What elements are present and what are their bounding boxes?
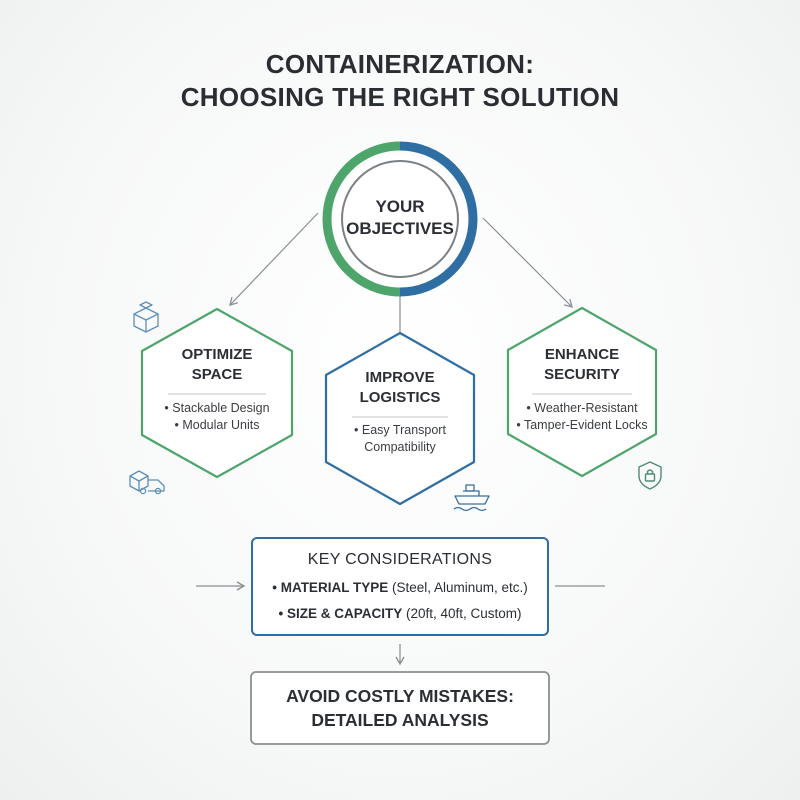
title-line-1: CONTAINERIZATION: bbox=[265, 49, 535, 79]
improve-logistics-text: IMPROVE LOGISTICS • Easy Transport Compa… bbox=[326, 368, 474, 456]
connector-to-optimize bbox=[229, 212, 319, 306]
material-type-detail: (Steel, Aluminum, etc.) bbox=[388, 580, 528, 595]
result-label: AVOID COSTLY MISTAKES: DETAILED ANALYSIS bbox=[251, 684, 549, 732]
key-considerations-title: KEY CONSIDERATIONS bbox=[307, 551, 493, 568]
connector-to-security bbox=[482, 217, 573, 308]
security-bullet-1: • Weather-Resistant bbox=[526, 401, 638, 415]
box-icon bbox=[133, 301, 159, 333]
result-line-2: DETAILED ANALYSIS bbox=[311, 710, 489, 730]
material-type-label: • MATERIAL TYPE bbox=[272, 580, 389, 595]
key-row-size: • SIZE & CAPACITY (20ft, 40ft, Custom) bbox=[252, 606, 548, 621]
key-row-material: • MATERIAL TYPE (Steel, Aluminum, etc.) bbox=[252, 580, 548, 595]
size-capacity-label: • SIZE & CAPACITY bbox=[278, 606, 403, 621]
optimize-space-text: OPTIMIZE SPACE • Stackable Design • Modu… bbox=[142, 345, 292, 434]
objectives-line-2: OBJECTIVES bbox=[346, 219, 454, 238]
security-title-1: ENHANCE bbox=[544, 346, 620, 363]
optimize-bullet-2: • Modular Units bbox=[174, 418, 260, 432]
shield-lock-icon bbox=[638, 461, 662, 490]
security-title-2: SECURITY bbox=[544, 366, 620, 383]
result-box bbox=[250, 671, 550, 745]
logistics-title-1: IMPROVE bbox=[365, 369, 435, 386]
optimize-bullet-1: • Stackable Design bbox=[164, 401, 270, 415]
key-considerations-box bbox=[251, 537, 549, 636]
objectives-line-1: YOUR bbox=[375, 197, 425, 216]
enhance-security-text: ENHANCE SECURITY • Weather-Resistant • T… bbox=[500, 345, 664, 434]
objectives-label: YOUR OBJECTIVES bbox=[320, 196, 480, 240]
security-bullet-2: • Tamper-Evident Locks bbox=[516, 418, 648, 432]
objectives-circle bbox=[322, 141, 478, 297]
page-title: CONTAINERIZATION: CHOOSING THE RIGHT SOL… bbox=[0, 48, 800, 114]
ship-icon bbox=[453, 484, 490, 512]
logistics-bullet-2: Compatibility bbox=[364, 440, 436, 454]
improve-logistics-hexagon bbox=[324, 331, 476, 506]
result-line-1: AVOID COSTLY MISTAKES: bbox=[286, 686, 514, 706]
logistics-bullet-1: • Easy Transport bbox=[354, 423, 446, 437]
delivery-truck-icon bbox=[129, 470, 165, 495]
logistics-title-2: LOGISTICS bbox=[359, 389, 441, 406]
optimize-title-1: OPTIMIZE bbox=[181, 346, 253, 363]
enhance-security-hexagon bbox=[506, 306, 658, 478]
title-line-2: CHOOSING THE RIGHT SOLUTION bbox=[180, 82, 620, 112]
optimize-title-2: SPACE bbox=[191, 366, 243, 383]
optimize-space-hexagon bbox=[140, 307, 294, 479]
size-capacity-detail: (20ft, 40ft, Custom) bbox=[402, 606, 522, 621]
